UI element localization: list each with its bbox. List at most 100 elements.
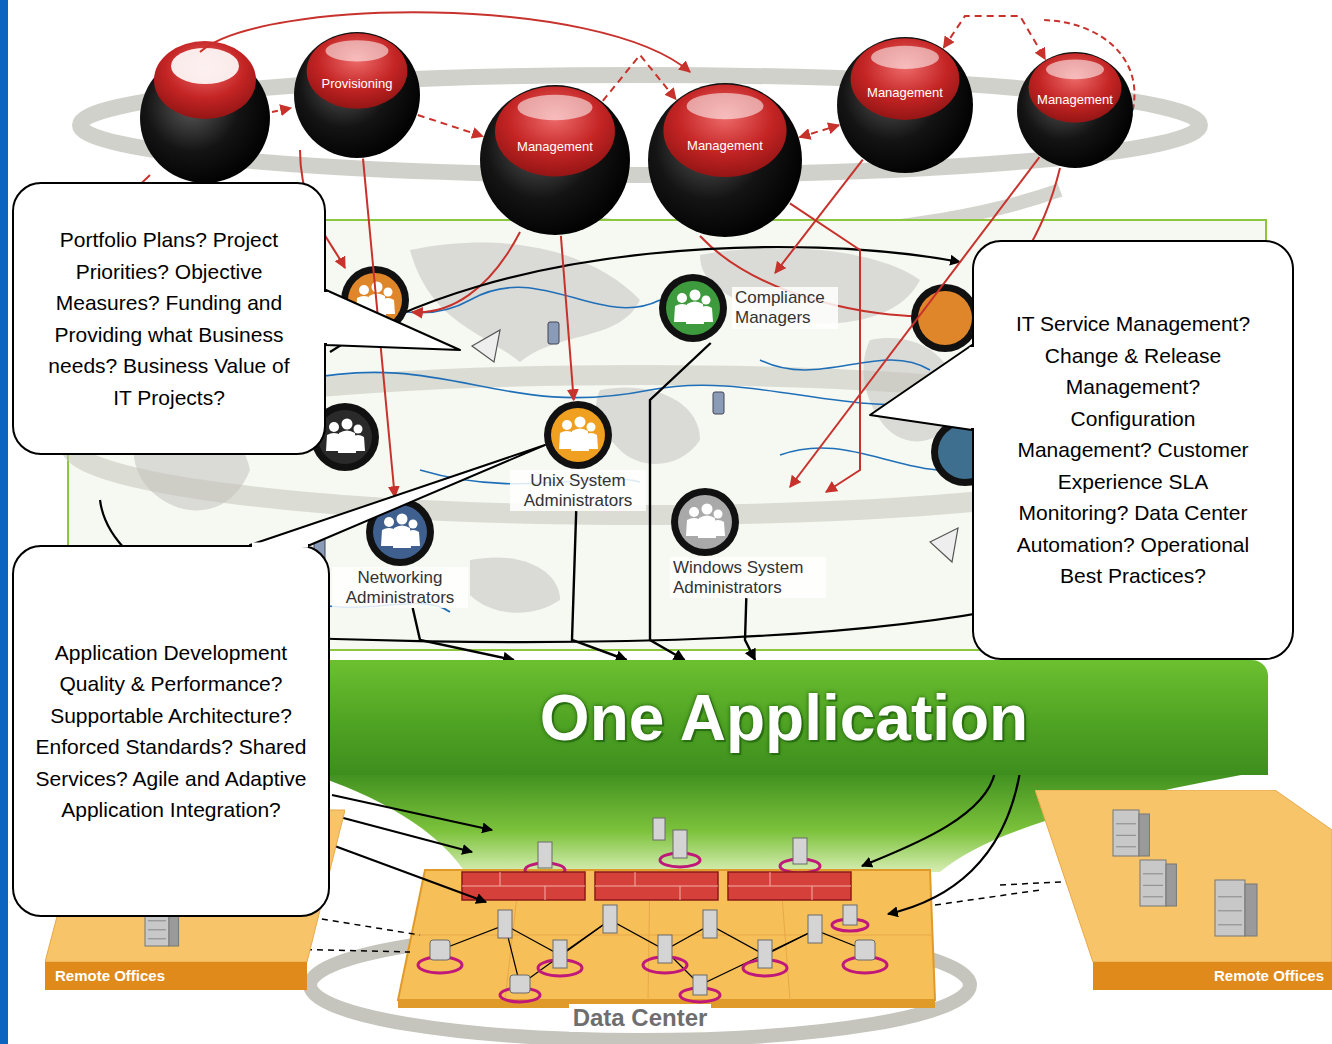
drawing-part	[888, 772, 1020, 914]
drawing-part	[154, 41, 256, 119]
drawing-part	[307, 33, 408, 109]
drawing-part	[13, 183, 325, 454]
drawing-part	[462, 872, 585, 900]
drawing-part	[145, 910, 169, 946]
building-icon	[1215, 880, 1257, 936]
drawing-part	[703, 910, 717, 938]
drawing-part	[699, 306, 713, 322]
drawing-part	[671, 488, 739, 556]
drawing-part	[973, 241, 1293, 659]
team-node: Unix System Administrators	[510, 400, 646, 511]
node-text: Provisioning	[322, 76, 393, 92]
drawing-part	[45, 810, 345, 962]
drawing-part	[911, 284, 979, 352]
drawing-part	[862, 772, 995, 866]
drawing-part	[575, 417, 586, 428]
team-node: Compliance Managers	[658, 273, 838, 343]
drawing-part	[635, 872, 636, 886]
drawing-part	[300, 372, 950, 404]
people-icon	[670, 487, 740, 557]
node-text: Remote Offices	[1214, 962, 1332, 990]
decorative-sphere	[140, 41, 270, 183]
building-icon	[1113, 810, 1149, 856]
connector	[944, 16, 1046, 59]
connector	[572, 511, 627, 660]
drawing-part	[480, 85, 630, 235]
drawing-part	[359, 285, 369, 295]
drawing-part	[1143, 873, 1163, 874]
drawing-part	[837, 37, 973, 173]
drawing-part	[430, 940, 450, 960]
drawing-part	[510, 975, 530, 993]
drawing-part	[1093, 962, 1332, 990]
drawing-part	[690, 290, 701, 301]
drawing-part	[587, 423, 596, 432]
callout-join	[252, 543, 308, 548]
drawing-part	[871, 46, 939, 69]
drawing-part	[1046, 60, 1104, 80]
drawing-part	[1116, 835, 1136, 836]
drawing-part	[714, 510, 723, 519]
drawing-part	[1035, 790, 1332, 962]
drawing-part	[665, 930, 815, 985]
drawing-part	[381, 514, 420, 549]
drawing-part	[398, 870, 935, 1000]
drawing-part	[584, 433, 598, 449]
drawing-part	[678, 495, 732, 549]
drawing-part	[930, 528, 958, 562]
drawing-part	[728, 886, 851, 887]
node-text: Management	[687, 138, 763, 154]
drawing-part	[1116, 824, 1136, 847]
process-sphere: Management	[1017, 52, 1133, 168]
drawing-part	[1215, 880, 1245, 936]
sphere-shape	[837, 37, 973, 173]
drawing-part	[658, 935, 672, 963]
drawing-part	[409, 520, 418, 529]
drawing-part	[711, 520, 725, 536]
firewalls	[462, 872, 851, 900]
drawing-part	[148, 920, 166, 921]
process-sphere: Management	[480, 85, 630, 235]
callout-outline	[12, 182, 326, 455]
people-icon	[658, 273, 728, 343]
side-bar	[0, 0, 8, 1044]
drawing-part	[1116, 846, 1136, 847]
process-sphere: Management	[648, 83, 802, 237]
connector	[603, 55, 676, 101]
drawing-part	[1245, 884, 1257, 936]
connector	[745, 598, 755, 660]
people-icon-box	[658, 273, 728, 343]
speech-callout: Application Development Quality & Perfor…	[12, 545, 330, 917]
drawing-part	[935, 890, 1040, 905]
drawing-part	[843, 905, 857, 925]
drawing-part	[562, 420, 572, 430]
callout-body: Application Development Quality & Perfor…	[12, 627, 330, 836]
drawing-part	[544, 401, 612, 469]
sphere-shape	[1017, 52, 1133, 168]
drawing-part	[326, 40, 389, 61]
drawing-part	[808, 915, 822, 943]
node-text: Remote Offices	[45, 962, 165, 990]
node-text: Windows System Administrators	[670, 557, 826, 598]
drawing-part	[384, 288, 393, 297]
node-text: IT Service Management? Change & Release …	[1012, 308, 1254, 592]
people-icon-box	[543, 400, 613, 470]
drawing-part	[412, 232, 520, 312]
drawing-part	[663, 85, 786, 177]
drawing-part	[495, 87, 615, 177]
drawing-part	[548, 322, 559, 344]
drawing-part	[250, 445, 545, 545]
connector	[418, 115, 483, 136]
drawing-part	[498, 910, 512, 938]
sphere-shape	[294, 32, 420, 158]
sphere-shape	[648, 83, 802, 237]
people-icon-box	[670, 487, 740, 557]
drawing-part	[148, 929, 166, 930]
drawing-part	[1139, 814, 1149, 856]
drawing-part	[1143, 885, 1163, 886]
drawing-part	[728, 872, 851, 900]
drawing-part	[332, 845, 486, 902]
drawing-part	[687, 93, 764, 119]
connector	[561, 236, 574, 400]
